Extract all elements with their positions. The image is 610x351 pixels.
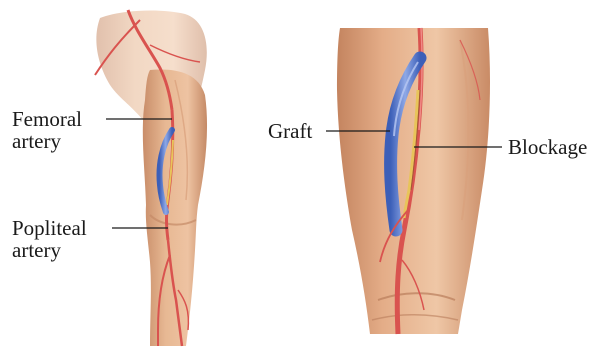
femoral-label-line-2: artery xyxy=(12,130,82,152)
blockage-label: Blockage xyxy=(508,136,587,158)
femoral-label-line-1: Femoral xyxy=(12,108,82,130)
femoral-artery-label: Femoral artery xyxy=(12,108,82,152)
popliteal-label-line-2: artery xyxy=(12,239,87,261)
thigh-closeup-illustration xyxy=(337,28,490,334)
graft-label: Graft xyxy=(268,120,312,142)
popliteal-artery-label: Popliteal artery xyxy=(12,217,87,261)
popliteal-label-line-1: Popliteal xyxy=(12,217,87,239)
leg-shape xyxy=(143,70,207,346)
leg-illustration xyxy=(95,10,207,346)
